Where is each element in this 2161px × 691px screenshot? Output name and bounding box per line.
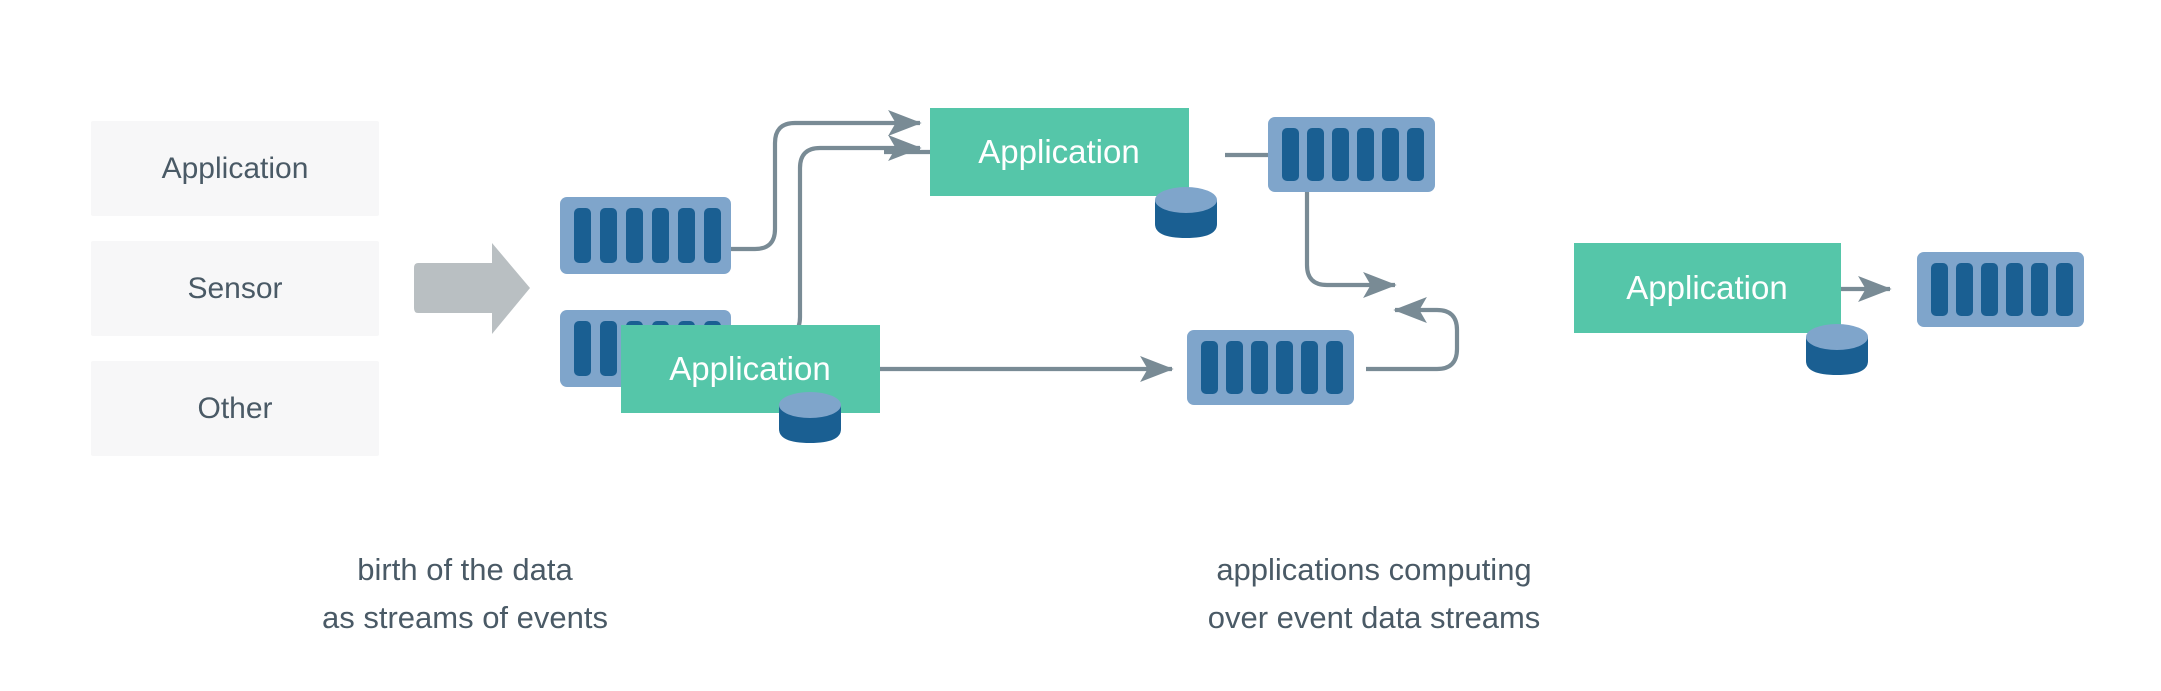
stream-bar <box>704 208 721 263</box>
stream-bar <box>626 208 643 263</box>
source-box <box>91 241 379 336</box>
stream-bar <box>600 208 617 263</box>
stream-bar <box>1301 341 1318 394</box>
stream-bar <box>1276 341 1293 394</box>
database-icon <box>1806 324 1868 375</box>
stream-app1-out[interactable] <box>1268 117 1435 192</box>
source-label: Application <box>162 152 309 185</box>
ingest-arrow <box>414 243 530 334</box>
stream-bar <box>1282 128 1299 181</box>
stream-bar <box>2006 263 2023 316</box>
connector-stream1-to-app1 <box>730 109 922 252</box>
stream-bar <box>1931 263 1948 316</box>
source-box <box>91 361 379 456</box>
application-middle[interactable]: Application <box>621 325 880 443</box>
source-label: Other <box>197 392 272 425</box>
source-item-sensor[interactable]: Sensor <box>91 241 379 336</box>
stream-bar <box>1407 128 1424 181</box>
database-icon <box>1155 187 1217 238</box>
stream-app2-out[interactable] <box>1187 330 1354 405</box>
source-list: Application Sensor Other <box>91 121 379 456</box>
stream-bar <box>1332 128 1349 181</box>
stream-bar <box>652 208 669 263</box>
stream-bar <box>1307 128 1324 181</box>
stream-bar <box>2056 263 2073 316</box>
caption-left-line-1: birth of the data <box>357 552 573 587</box>
stream-bar <box>678 208 695 263</box>
connector-stream4-to-app-final <box>1366 296 1460 372</box>
caption-right: applications computing over event data s… <box>1208 552 1541 635</box>
caption-left-line-2: as streams of events <box>322 600 608 635</box>
stream-source-top[interactable] <box>560 197 731 274</box>
source-item-other[interactable]: Other <box>91 361 379 456</box>
stream-bar <box>1382 128 1399 181</box>
caption-left: birth of the data as streams of events <box>322 552 608 635</box>
stream-bar <box>574 208 591 263</box>
stream-bar <box>600 321 617 376</box>
application-box <box>1574 243 1841 333</box>
database-icon <box>779 392 841 443</box>
application-label: Application <box>978 133 1139 170</box>
application-label: Application <box>1626 269 1787 306</box>
stream-bar <box>1956 263 1973 316</box>
stream-bar <box>1981 263 1998 316</box>
application-final[interactable]: Application <box>1574 243 1868 375</box>
application-label: Application <box>669 350 830 387</box>
caption-right-line-2: over event data streams <box>1208 600 1541 635</box>
stream-app3-out[interactable] <box>1917 252 2084 327</box>
stream-bar <box>1201 341 1218 394</box>
caption-right-line-1: applications computing <box>1216 552 1531 587</box>
source-box <box>91 121 379 216</box>
stream-bar <box>574 321 591 376</box>
stream-bar <box>1326 341 1343 394</box>
application-box <box>930 108 1189 196</box>
stream-bar <box>1226 341 1243 394</box>
connector-stream2-to-app1 <box>730 134 922 340</box>
application-top[interactable]: Application <box>930 108 1217 238</box>
application-box <box>621 325 880 413</box>
stream-bar <box>1357 128 1374 181</box>
source-label: Sensor <box>187 272 282 305</box>
stream-bar <box>2031 263 2048 316</box>
source-item-application[interactable]: Application <box>91 121 379 216</box>
stream-bar <box>1251 341 1268 394</box>
